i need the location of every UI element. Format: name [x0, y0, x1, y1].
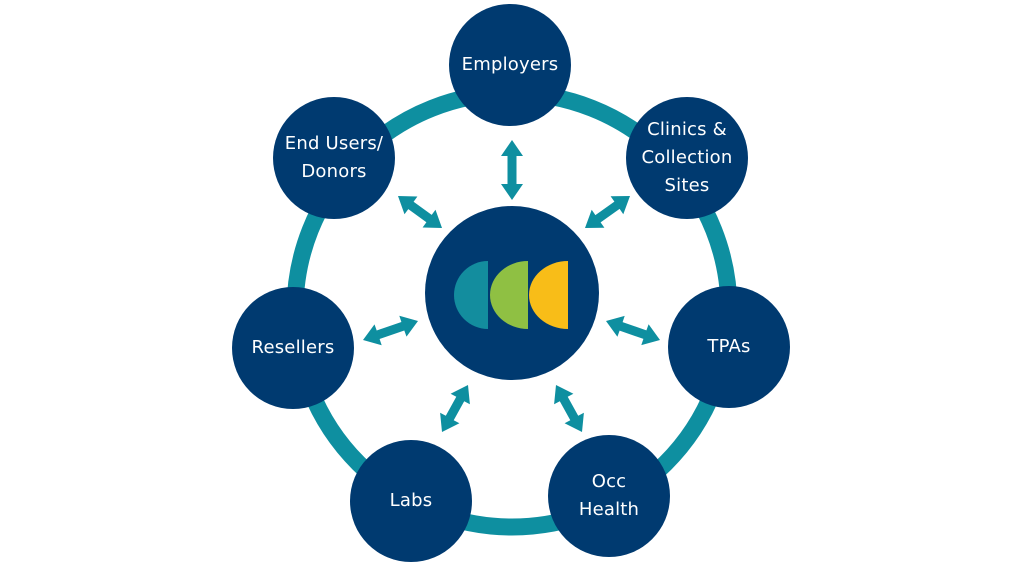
double-arrow-icon-clinics — [585, 196, 630, 228]
node-end-users-donors: End Users/ Donors — [273, 97, 395, 219]
double-arrow-icon-employers — [501, 140, 523, 200]
arrows-group — [363, 140, 660, 432]
node-label-occ-health: Occ Health — [578, 471, 640, 520]
logo-yellow-half-circle — [529, 261, 568, 329]
node-label-labs: Labs — [389, 490, 433, 511]
three-half-circles-logo-icon — [454, 261, 568, 329]
logo-teal-half-circle — [454, 261, 488, 329]
double-arrow-icon-resellers — [363, 315, 418, 346]
node-clinics-collection-sites: Clinics & Collection Sites — [626, 97, 748, 219]
node-label-clinics: Clinics & Collection Sites — [641, 119, 733, 196]
double-arrow-icon-tpas — [606, 315, 660, 346]
node-tpas: TPAs — [668, 286, 790, 408]
double-arrow-icon-end-users — [398, 196, 442, 228]
node-resellers: Resellers — [232, 287, 354, 409]
logo-green-half-circle — [490, 261, 528, 329]
node-label-resellers: Resellers — [251, 337, 335, 358]
double-arrow-icon-occ-health — [554, 385, 584, 432]
node-label-employers: Employers — [461, 54, 559, 75]
node-label-end-users: End Users/ Donors — [284, 133, 384, 182]
node-occ-health: Occ Health — [548, 435, 670, 557]
node-label-tpas: TPAs — [707, 336, 751, 357]
node-labs: Labs — [350, 440, 472, 562]
node-employers: Employers — [449, 4, 571, 126]
double-arrow-icon-labs — [440, 385, 470, 432]
